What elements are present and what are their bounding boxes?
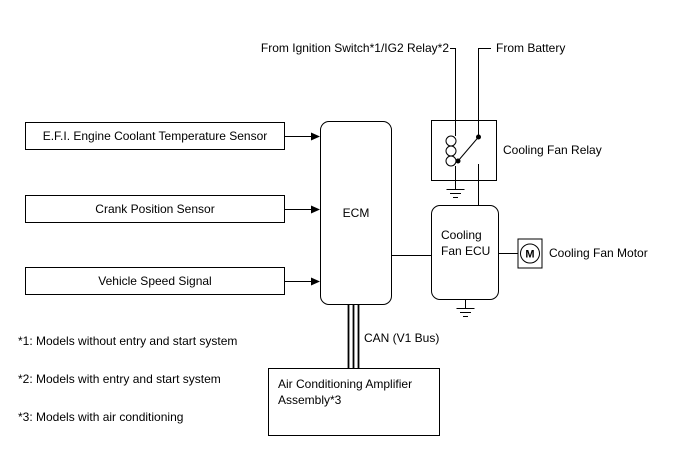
vehicle-speed-signal-box: Vehicle Speed Signal bbox=[25, 267, 285, 295]
crank-sensor-arrow bbox=[285, 205, 320, 214]
coolant-temp-sensor-label: E.F.I. Engine Coolant Temperature Sensor bbox=[42, 129, 268, 143]
relay-switch-symbol bbox=[455, 134, 481, 164]
vehicle-speed-signal-label: Vehicle Speed Signal bbox=[98, 274, 212, 288]
can-bus-wires bbox=[347, 305, 360, 368]
can-bus-label: CAN (V1 Bus) bbox=[364, 331, 440, 345]
cooling-fan-motor-label: Cooling Fan Motor bbox=[549, 246, 648, 260]
ac-amplifier-label: Air Conditioning Amplifier Assembly*3 bbox=[278, 377, 413, 407]
speed-signal-arrow bbox=[285, 277, 320, 286]
footnote-2: *2: Models with entry and start system bbox=[18, 372, 221, 386]
ecm-label: ECM bbox=[342, 206, 370, 220]
battery-source-label: From Battery bbox=[496, 41, 566, 55]
ignition-source-label: From Ignition Switch*1/IG2 Relay*2 bbox=[260, 41, 449, 55]
motor-symbol-letter: M bbox=[525, 249, 534, 261]
footnote-1: *1: Models without entry and start syste… bbox=[18, 334, 238, 348]
battery-wire bbox=[478, 48, 491, 135]
cooling-fan-ecu-box: Cooling Fan ECU bbox=[431, 205, 499, 300]
footnote-3: *3: Models with air conditioning bbox=[18, 410, 184, 424]
ground-symbol-fan-ecu bbox=[456, 300, 475, 317]
ecm-box: ECM bbox=[320, 121, 392, 305]
ignition-wire bbox=[450, 48, 456, 120]
motor-symbol bbox=[517, 238, 543, 269]
crank-position-sensor-label: Crank Position Sensor bbox=[95, 202, 215, 216]
cooling-fan-relay-label: Cooling Fan Relay bbox=[503, 143, 602, 157]
coolant-sensor-arrow bbox=[285, 132, 320, 141]
coolant-temp-sensor-box: E.F.I. Engine Coolant Temperature Sensor bbox=[25, 122, 285, 150]
cooling-fan-relay-box bbox=[431, 120, 497, 181]
ac-amplifier-box: Air Conditioning Amplifier Assembly*3 bbox=[268, 368, 440, 436]
ground-symbol-relay bbox=[446, 181, 465, 198]
crank-position-sensor-box: Crank Position Sensor bbox=[25, 195, 285, 223]
cooling-fan-ecu-label: Cooling Fan ECU bbox=[441, 228, 491, 258]
